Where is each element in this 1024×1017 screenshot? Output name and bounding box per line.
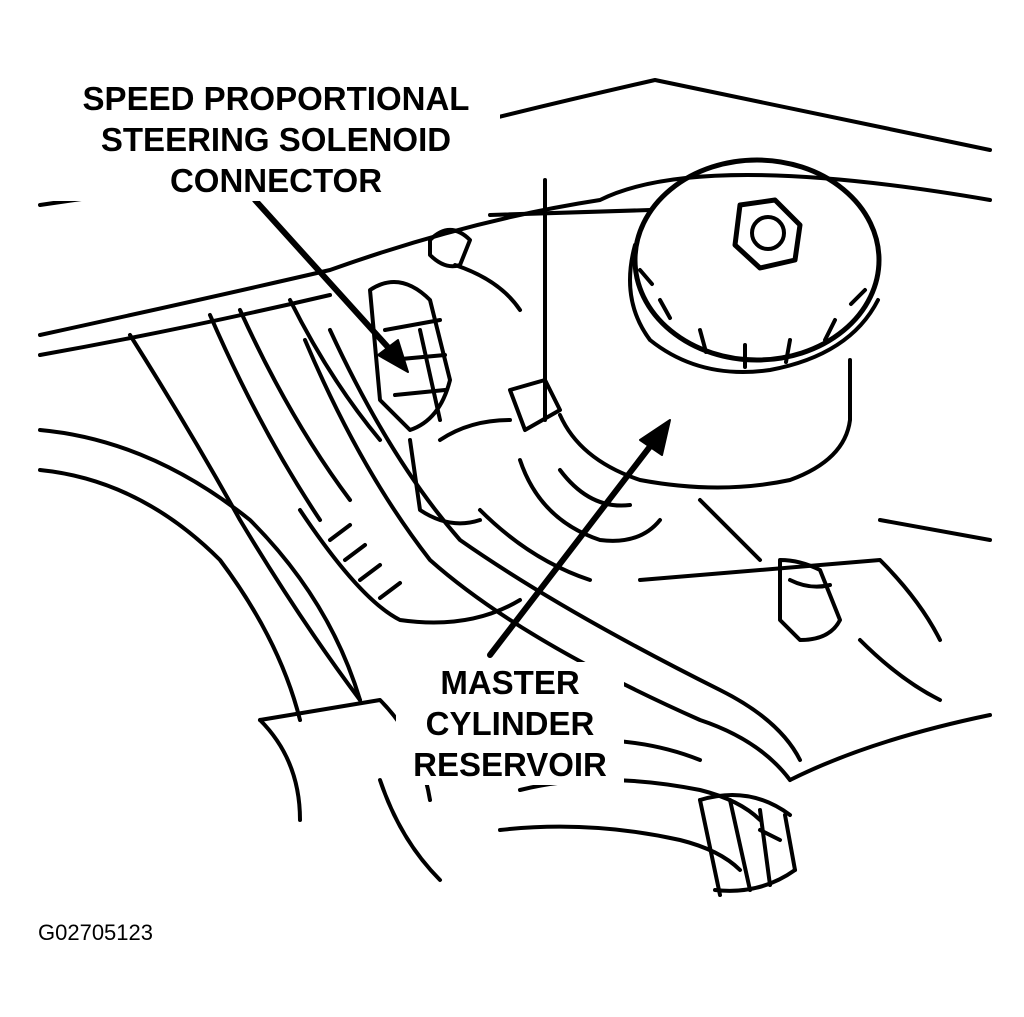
arrow-solenoid-connector [252, 197, 409, 373]
right-side-structure [258, 498, 992, 882]
figure-id: G02705123 [38, 920, 153, 945]
callout-line: CYLINDER [425, 705, 595, 742]
callout-line: STEERING SOLENOID [100, 121, 452, 158]
hoses [38, 308, 802, 782]
callout-line: CONNECTOR [169, 162, 383, 199]
solenoid-connector-assembly [368, 228, 562, 526]
callout-line: SPEED PROPORTIONAL [82, 80, 470, 117]
callout-line: RESERVOIR [413, 746, 607, 783]
callout-solenoid-connector: SPEED PROPORTIONAL STEERING SOLENOID CON… [52, 78, 500, 201]
callout-line: MASTER [440, 664, 580, 701]
callout-master-cylinder-reservoir: MASTER CYLINDER RESERVOIR [396, 662, 624, 785]
arrow-reservoir [487, 419, 671, 658]
